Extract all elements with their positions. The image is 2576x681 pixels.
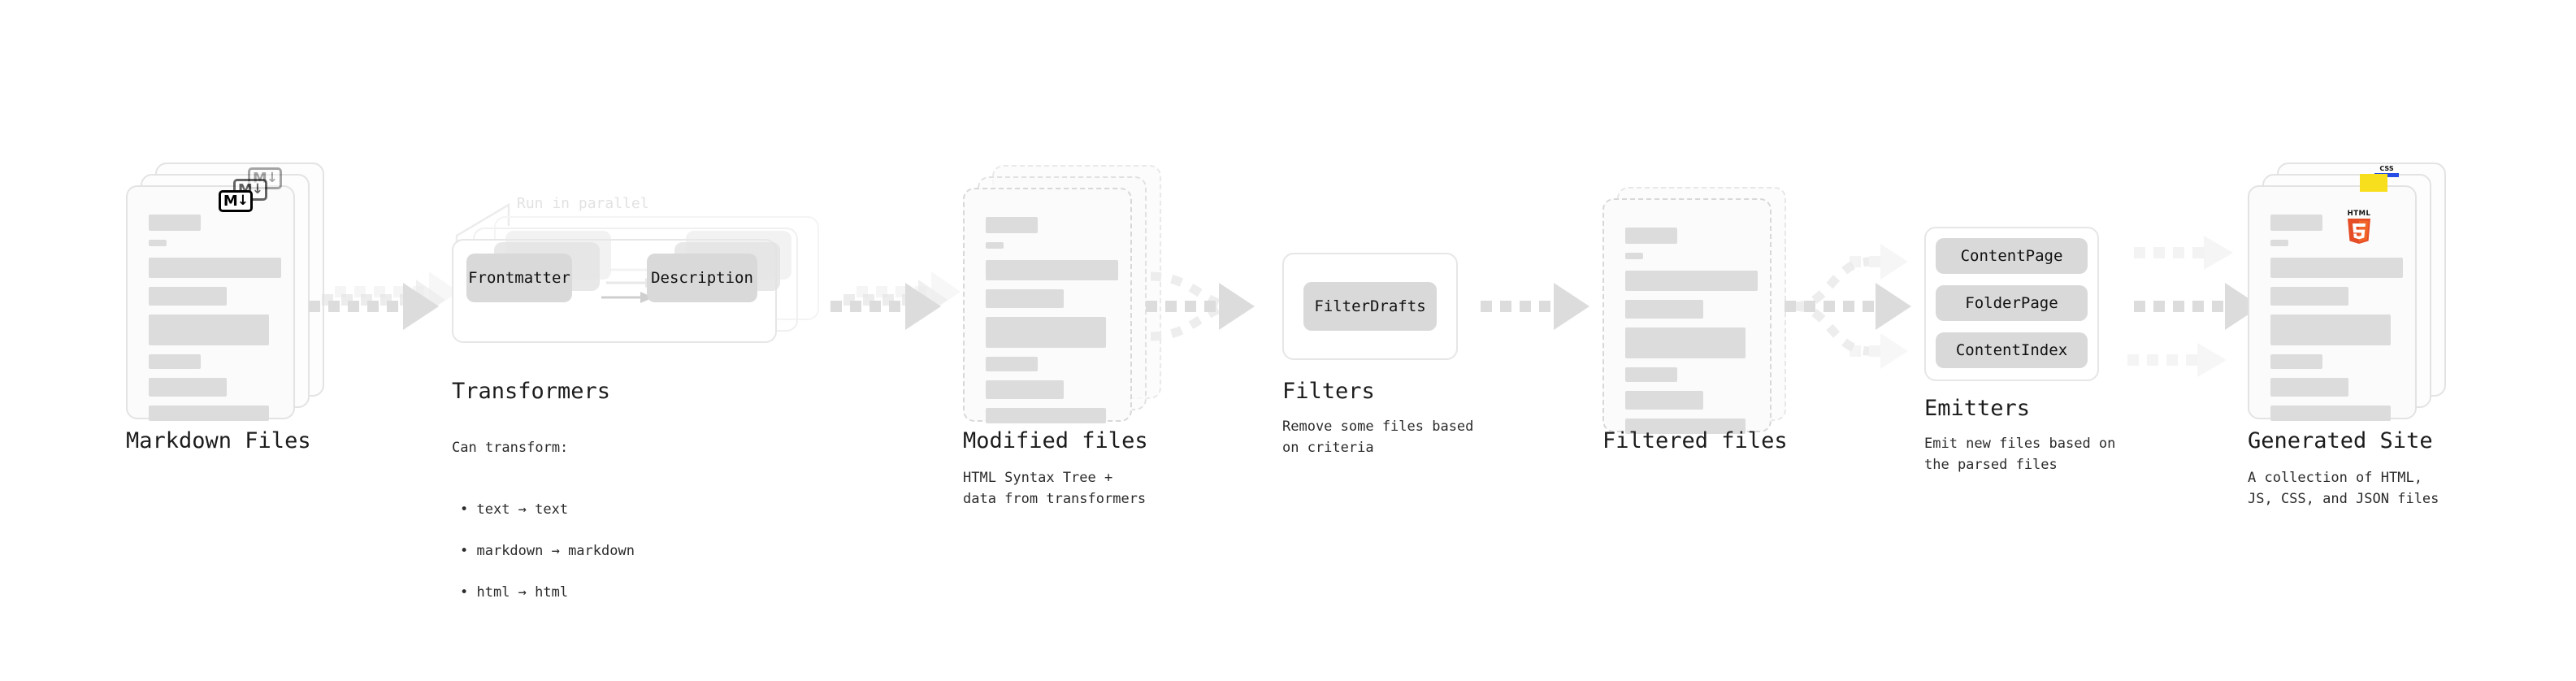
pill-folderpage[interactable]: FolderPage xyxy=(1936,285,2088,321)
pill-contentpage[interactable]: ContentPage xyxy=(1936,238,2088,274)
transformers-bullet-1: markdown → markdown xyxy=(460,541,634,562)
svg-text:CSS: CSS xyxy=(2379,165,2393,172)
html5-icon: HTML xyxy=(2344,208,2374,244)
filters-description: Remove some files based on criteria xyxy=(1282,419,1474,456)
document-placeholder-lines xyxy=(2270,215,2403,430)
stage-title-emitters: Emitters xyxy=(1924,396,2031,421)
stage-title-filtered-files: Filtered files xyxy=(1602,428,1788,453)
stage-title-modified-files: Modified files xyxy=(963,428,1148,453)
document-placeholder-lines xyxy=(149,215,281,430)
javascript-icon xyxy=(2360,174,2387,192)
pill-contentindex[interactable]: ContentIndex xyxy=(1936,332,2088,368)
modified-file-card-front xyxy=(963,188,1132,423)
pill-frontmatter[interactable]: Frontmatter xyxy=(466,254,572,302)
run-in-parallel-label: Run in parallel xyxy=(517,195,649,212)
transformers-description: Can transform: text → text markdown → ma… xyxy=(452,417,635,645)
transformers-group: Run in parallel xyxy=(452,195,826,364)
document-placeholder-lines xyxy=(1625,228,1758,443)
pill-filterdrafts[interactable]: FilterDrafts xyxy=(1303,282,1437,331)
markdown-icon-arrow: ↓ xyxy=(251,181,263,197)
markdown-file-card-front xyxy=(126,185,295,421)
transformers-bullet-0: text → text xyxy=(460,500,635,521)
stage-title-generated-site: Generated Site xyxy=(2248,428,2433,453)
generated-site-description: A collection of HTML, JS, CSS, and JSON … xyxy=(2248,470,2439,507)
transformers-bullet-list: text → text markdown → markdown html → h… xyxy=(460,479,635,625)
generated-site-stack: CSS HTML xyxy=(2248,163,2446,421)
emitters-group: ContentPage FolderPage ContentIndex xyxy=(1924,227,2099,381)
markdown-icon-letter: M xyxy=(223,192,238,210)
markdown-icon-arrow: ↓ xyxy=(266,170,278,186)
transformers-desc-lead: Can transform: xyxy=(452,439,569,456)
stage-title-filters: Filters xyxy=(1282,379,1375,404)
markdown-icon-arrow: ↓ xyxy=(236,193,249,209)
modified-files-description: HTML Syntax Tree + data from transformer… xyxy=(963,470,1147,507)
transformers-bullet-2: html → html xyxy=(460,583,635,604)
emitters-description: Emit new files based on the parsed files xyxy=(1924,436,2116,473)
filtered-file-card-front xyxy=(1602,198,1772,434)
filters-group: FilterDrafts xyxy=(1282,253,1458,360)
svg-text:HTML: HTML xyxy=(2348,210,2371,218)
pill-description[interactable]: Description xyxy=(647,254,757,302)
document-placeholder-lines xyxy=(986,217,1118,432)
stage-title-transformers: Transformers xyxy=(452,379,611,404)
markdown-icon: M↓ xyxy=(219,190,253,212)
stage-title-markdown-files: Markdown Files xyxy=(126,428,311,453)
site-file-card-front xyxy=(2248,185,2417,421)
